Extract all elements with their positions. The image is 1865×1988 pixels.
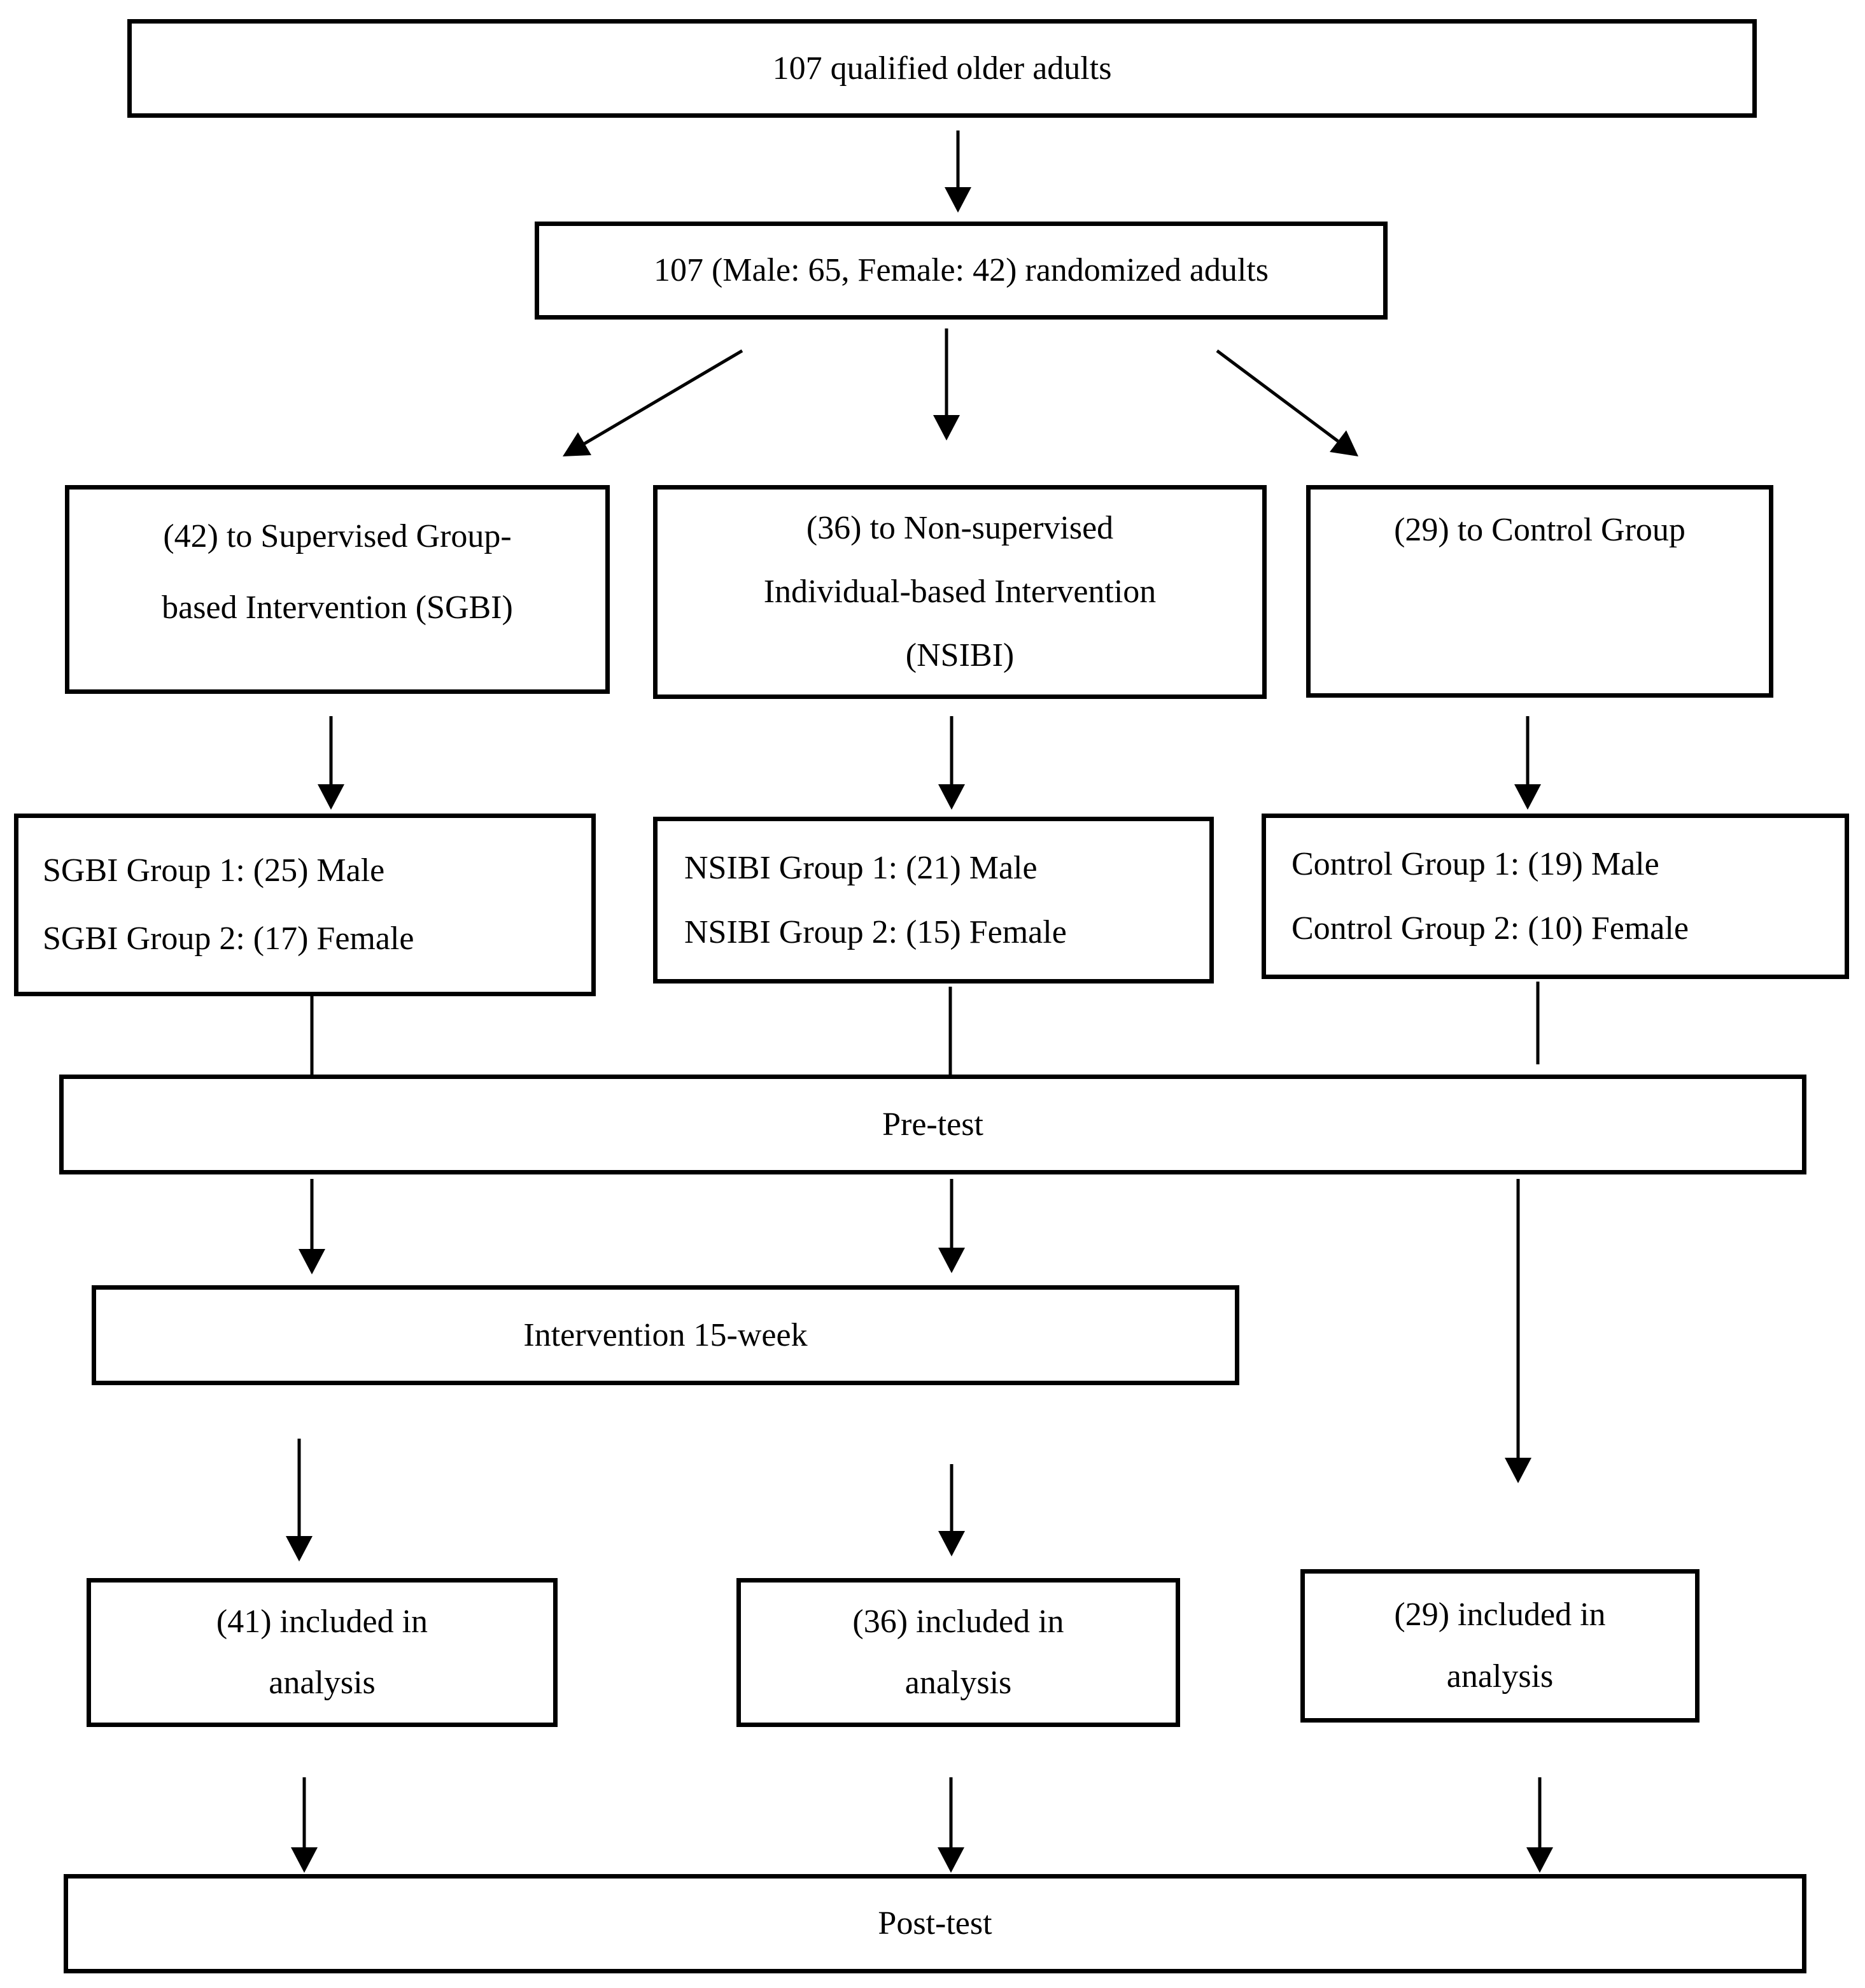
arrow-sgbi-to-groups xyxy=(318,716,344,810)
node-intervention: Intervention 15-week xyxy=(92,1285,1239,1385)
node-line: (41) included in xyxy=(216,1603,428,1640)
arrow-nsibi-to-groups xyxy=(938,716,965,810)
node-control-analysis: (29) included in analysis xyxy=(1300,1569,1700,1723)
node-pretest: Pre-test xyxy=(59,1075,1806,1174)
node-randomized-adults: 107 (Male: 65, Female: 42) randomized ad… xyxy=(535,222,1388,320)
node-line: (29) included in xyxy=(1394,1597,1606,1633)
node-sgbi-allocation: (42) to Supervised Group- based Interven… xyxy=(65,485,610,694)
node-nsibi-allocation: (36) to Non-supervised Individual-based … xyxy=(653,485,1267,699)
node-nsibi-analysis: (36) included in analysis xyxy=(736,1578,1180,1727)
node-line: NSIBI Group 1: (21) Male xyxy=(684,849,1038,886)
node-line: Control Group 2: (10) Female xyxy=(1291,910,1689,947)
arrow-randomized-to-sgbi xyxy=(563,349,743,456)
node-line: (NSIBI) xyxy=(905,637,1015,673)
node-line: (29) to Control Group xyxy=(1394,512,1686,548)
node-sgbi-analysis: (41) included in analysis xyxy=(87,1578,558,1727)
node-line: Individual-based Intervention xyxy=(763,574,1157,610)
arrow-control-analysis-to-posttest xyxy=(1526,1777,1553,1873)
arrow-randomized-to-nsibi xyxy=(933,328,960,441)
node-line: based Intervention (SGBI) xyxy=(162,589,513,626)
node-line: SGBI Group 2: (17) Female xyxy=(43,920,414,957)
arrow-pretest-to-intervention-center xyxy=(938,1179,965,1273)
arrow-randomized-to-control xyxy=(1216,349,1358,456)
node-text: Pre-test xyxy=(882,1106,983,1143)
arrow-intervention-to-nsibi-analysis xyxy=(938,1464,965,1556)
node-line: analysis xyxy=(1446,1658,1554,1695)
node-line: Control Group 1: (19) Male xyxy=(1291,845,1659,882)
node-line: NSIBI Group 2: (15) Female xyxy=(684,914,1067,950)
node-sgbi-groups: SGBI Group 1: (25) Male SGBI Group 2: (1… xyxy=(14,814,596,996)
node-text: 107 qualified older adults xyxy=(772,50,1112,87)
node-line: analysis xyxy=(904,1665,1012,1701)
arrow-pretest-to-control-analysis xyxy=(1505,1179,1531,1483)
node-text: Post-test xyxy=(878,1905,992,1942)
arrow-intervention-to-sgbi-analysis xyxy=(286,1439,313,1561)
arrow-pretest-to-intervention-left xyxy=(299,1179,325,1274)
arrow-sgbi-analysis-to-posttest xyxy=(291,1777,318,1873)
node-nsibi-groups: NSIBI Group 1: (21) Male NSIBI Group 2: … xyxy=(653,817,1214,983)
node-line: (42) to Supervised Group- xyxy=(163,518,512,554)
arrow-control-to-groups xyxy=(1514,716,1541,810)
node-text: Intervention 15-week xyxy=(523,1316,808,1353)
node-line: analysis xyxy=(269,1665,376,1701)
arrow-nsibi-analysis-to-posttest xyxy=(938,1777,964,1873)
node-text: 107 (Male: 65, Female: 42) randomized ad… xyxy=(653,252,1269,289)
node-control-groups: Control Group 1: (19) Male Control Group… xyxy=(1262,814,1849,979)
node-line: (36) included in xyxy=(852,1603,1064,1640)
node-line: (36) to Non-supervised xyxy=(806,510,1114,547)
node-control-allocation: (29) to Control Group xyxy=(1306,485,1773,698)
arrow-qualified-to-randomized xyxy=(945,130,971,213)
node-posttest: Post-test xyxy=(64,1874,1806,1973)
node-line: SGBI Group 1: (25) Male xyxy=(43,852,385,889)
node-qualified-adults: 107 qualified older adults xyxy=(127,19,1757,118)
